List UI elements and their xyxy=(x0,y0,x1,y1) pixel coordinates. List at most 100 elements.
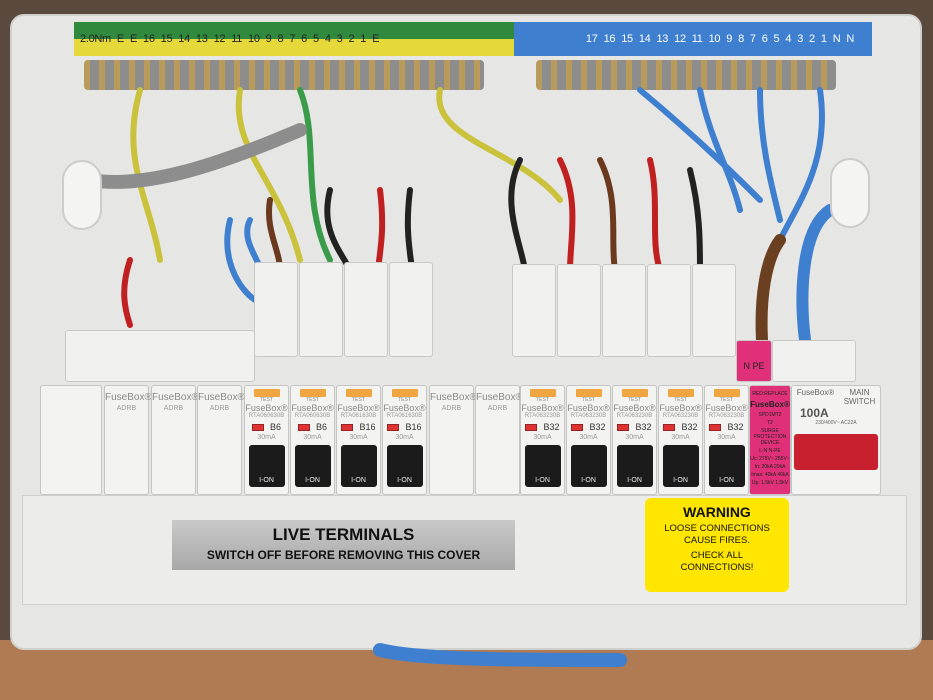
breaker-toggle[interactable]: I-ON xyxy=(386,445,423,487)
trip-indicator xyxy=(663,423,676,431)
earth-terminal-number: 11 xyxy=(231,33,243,45)
model-label: RTA063230B xyxy=(708,413,745,419)
test-button[interactable] xyxy=(253,389,280,397)
breaker-toggle[interactable]: I-ON xyxy=(708,445,745,487)
model-label: ADRB xyxy=(209,405,230,412)
trip-indicator xyxy=(251,423,264,431)
test-button[interactable] xyxy=(713,389,740,397)
rating-row: B32 xyxy=(613,422,656,432)
toggle-state-label: I-ON xyxy=(581,477,596,484)
neutral-terminal-number: 11 xyxy=(691,33,703,45)
blank-module: FuseBox®ADRB xyxy=(429,385,477,495)
trip-current-label: 30mA xyxy=(625,434,644,441)
earth-terminal-number: 7 xyxy=(289,33,296,45)
earth-busbar xyxy=(84,60,484,90)
breaker-toggle[interactable]: I-ON xyxy=(662,445,699,487)
toggle-state-label: I-ON xyxy=(673,477,688,484)
earth-terminal-number: 5 xyxy=(312,33,319,45)
test-button[interactable] xyxy=(667,389,694,397)
test-label: TEST xyxy=(582,397,595,403)
live-terminals-label: LIVE TERMINALS SWITCH OFF BEFORE REMOVIN… xyxy=(172,520,515,570)
breaker-toggle[interactable]: I-ON xyxy=(616,445,653,487)
breaker-toggle[interactable]: I-ON xyxy=(524,445,561,487)
brand-label: FuseBox® xyxy=(337,403,380,413)
earth-terminal-number: 2 xyxy=(348,33,355,45)
main-switch-toggle[interactable] xyxy=(794,434,878,470)
rating-row: B32 xyxy=(567,422,610,432)
rcbo-terminal-module xyxy=(254,262,298,357)
earth-terminal-number: 14 xyxy=(178,33,190,45)
neutral-terminal-number: 6 xyxy=(761,33,768,45)
breaker-toggle[interactable]: I-ON xyxy=(570,445,607,487)
test-button[interactable] xyxy=(621,389,648,397)
earth-terminal-number: 3 xyxy=(336,33,343,45)
neutral-busbar xyxy=(536,60,836,90)
rating-label: B32 xyxy=(727,422,744,432)
toggle-state-label: I-ON xyxy=(397,477,412,484)
trip-current-label: 30mA xyxy=(533,434,552,441)
breaker-toggle[interactable]: I-ON xyxy=(340,445,377,487)
spd-type-label: T2 xyxy=(767,420,773,426)
test-button[interactable] xyxy=(575,389,602,397)
model-label: ADRB xyxy=(163,405,184,412)
brand-label: FuseBox® xyxy=(521,403,564,413)
rcbo-terminal-module xyxy=(557,264,601,357)
model-label: RTA063230B xyxy=(616,413,653,419)
spd-uc-label: Uc: 275V~ 255V~ xyxy=(750,456,790,462)
rating-label: 100A xyxy=(800,406,829,420)
toggle-state-label: I-ON xyxy=(305,477,320,484)
earth-terminal-number: 8 xyxy=(277,33,284,45)
main-label: MAIN xyxy=(849,388,870,397)
rating-row: B32 xyxy=(705,422,748,432)
model-label: RTA061630B xyxy=(340,413,377,419)
trip-current-label: 30mA xyxy=(579,434,598,441)
model-label: RTA063230B xyxy=(570,413,607,419)
brand-label: FuseBox® xyxy=(383,403,426,413)
rcbo-terminal-module xyxy=(647,264,691,357)
earth-terminal-number: E xyxy=(116,33,124,45)
breaker-toggle[interactable]: I-ON xyxy=(248,445,285,487)
neutral-terminal-number: 4 xyxy=(785,33,792,45)
test-button[interactable] xyxy=(529,389,556,397)
rcbo-terminal-module xyxy=(512,264,556,357)
trip-current-label: 30mA xyxy=(303,434,322,441)
earth-terminal-number: 16 xyxy=(143,33,155,45)
test-button[interactable] xyxy=(391,389,418,397)
neutral-terminal-number: 14 xyxy=(638,33,651,45)
blank-module: FuseBox®ADRB xyxy=(104,385,152,495)
trip-current-label: 30mA xyxy=(349,434,368,441)
rcbo-terminal-module xyxy=(602,264,646,357)
warning-line: CAUSE FIRES. xyxy=(684,535,750,546)
test-button[interactable] xyxy=(345,389,372,397)
test-button[interactable] xyxy=(299,389,326,397)
breaker-toggle[interactable]: I-ON xyxy=(294,445,331,487)
earth-terminal-number: 12 xyxy=(213,33,226,45)
spd-desc-label: SURGE PROTECTION DEVICE xyxy=(753,428,787,446)
trip-indicator xyxy=(617,423,630,431)
neutral-terminal-number: 16 xyxy=(603,33,616,45)
earth-terminal-number: E xyxy=(129,33,137,45)
model-label: RTA060630B xyxy=(294,413,331,419)
rating-label: B6 xyxy=(269,422,281,432)
toggle-state-label: I-ON xyxy=(535,477,550,484)
model-label: RTA063230B xyxy=(662,413,699,419)
earth-terminal-number: E xyxy=(372,33,380,45)
neutral-terminal-number: 10 xyxy=(708,33,721,45)
toggle-state-label: I-ON xyxy=(259,477,274,484)
rating-row: B32 xyxy=(659,422,702,432)
warning-line: CONNECTIONS! xyxy=(680,562,754,573)
brand-label: FuseBox® xyxy=(152,392,199,403)
